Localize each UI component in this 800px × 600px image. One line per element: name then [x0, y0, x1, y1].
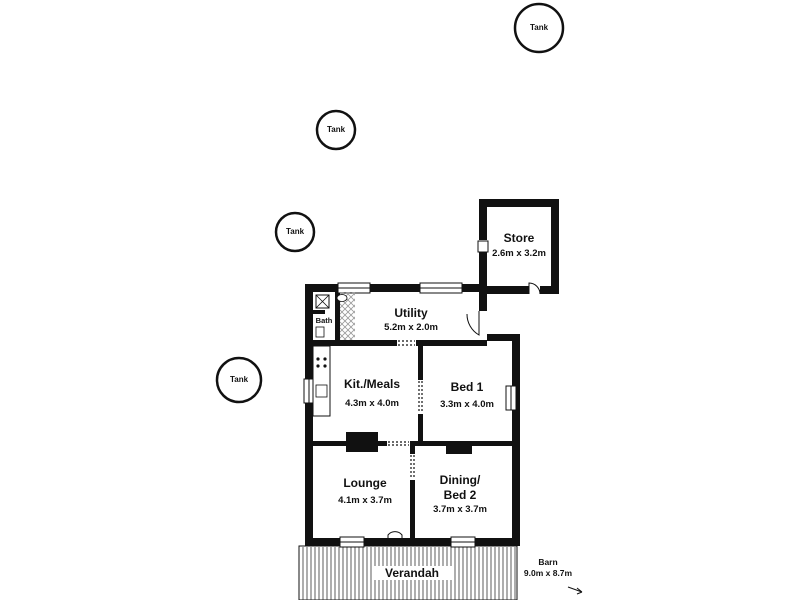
room-name-bed1: Bed 1	[450, 380, 484, 394]
room-name-lounge: Lounge	[343, 476, 387, 490]
room-dims-bed1: 3.3m x 4.0m	[440, 399, 494, 410]
tank-label: Tank	[229, 375, 249, 384]
barn-arrow	[567, 586, 583, 595]
room-dims-store: 2.6m x 3.2m	[492, 248, 546, 259]
basin	[336, 294, 348, 302]
room-dims-kitchen: 4.3m x 4.0m	[345, 398, 399, 409]
room-name-dining-line2: Bed 2	[443, 488, 477, 502]
tank-label: Tank	[285, 227, 305, 236]
windows	[303, 240, 517, 548]
fireplace	[346, 432, 378, 452]
tank-circle	[315, 109, 357, 151]
room-name-store: Store	[503, 231, 535, 245]
cooktop	[316, 357, 327, 368]
room-name-dining-line1: Dining/	[439, 473, 481, 487]
room-name-kitchen: Kit./Meals	[343, 377, 400, 391]
tank-label: Tank	[326, 125, 346, 134]
house-outer-walls	[305, 284, 520, 546]
kitchen-bench	[312, 345, 331, 417]
bath-floor-tiles	[340, 292, 355, 340]
openings	[388, 340, 423, 479]
room-dims-lounge: 4.1m x 3.7m	[338, 495, 392, 506]
shower-cross	[315, 294, 330, 309]
room-name-bath: Bath	[315, 316, 333, 325]
tank-circle	[274, 211, 316, 253]
toilet	[315, 326, 325, 338]
tank-circle	[513, 2, 565, 54]
barn-label: Barn 9.0m x 8.7m	[522, 557, 574, 579]
barn-name: Barn	[538, 557, 558, 567]
store-walls	[479, 199, 559, 294]
barn-dims: 9.0m x 8.7m	[523, 568, 573, 578]
fireplace	[446, 441, 472, 454]
tank-circle	[215, 356, 263, 404]
tank-label: Tank	[529, 23, 549, 32]
room-name-utility: Utility	[394, 306, 428, 320]
room-dims-utility: 5.2m x 2.0m	[384, 322, 438, 333]
sink	[315, 384, 328, 398]
connector-wall	[479, 252, 487, 310]
room-dims-dining: 3.7m x 3.7m	[433, 504, 487, 515]
room-name-verandah: Verandah	[372, 566, 452, 580]
store-wall-bottom	[479, 286, 529, 294]
doors	[387, 282, 541, 546]
